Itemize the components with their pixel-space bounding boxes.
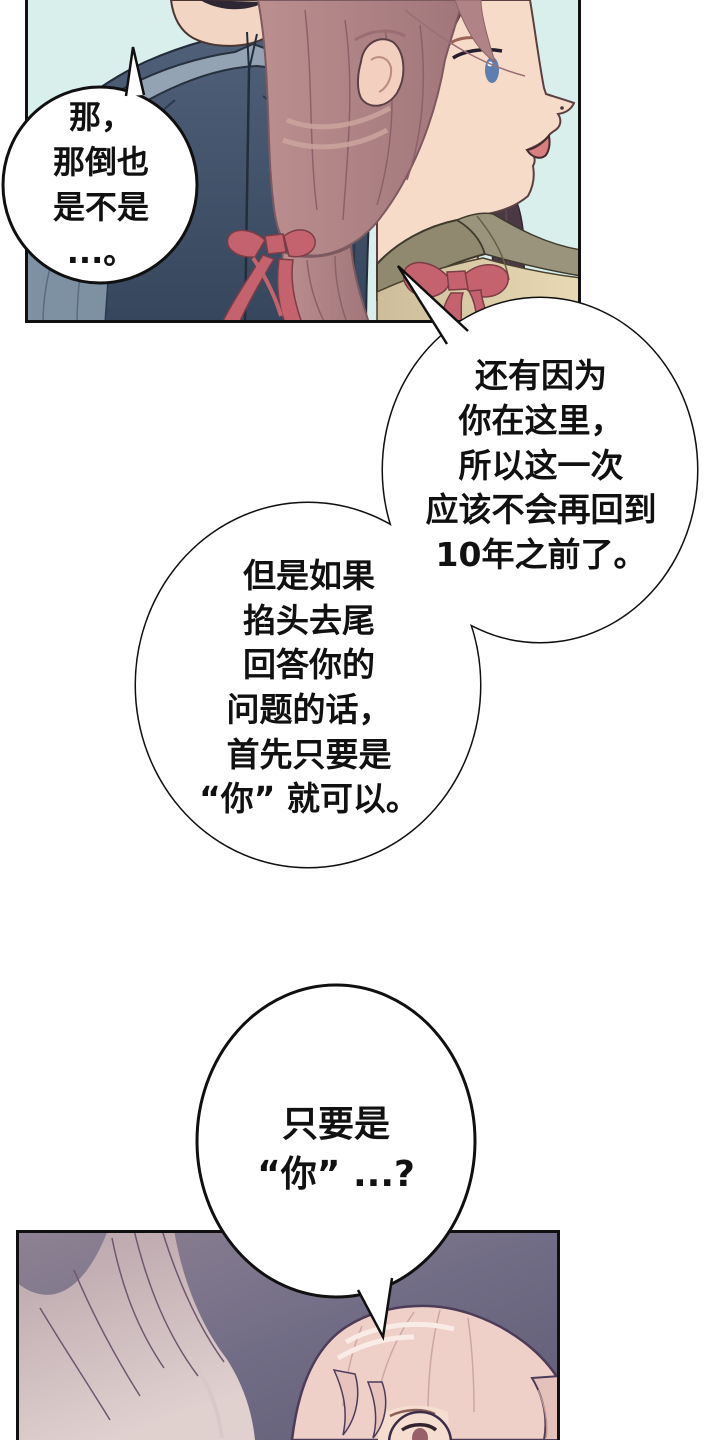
dark-hair-sliver <box>200 0 265 10</box>
blue-eye <box>485 57 499 83</box>
ear <box>357 38 405 107</box>
side-hair-lock <box>530 1374 560 1440</box>
hair-highlight <box>286 105 392 130</box>
round-glasses <box>387 1410 453 1440</box>
speech-bubble-3-text: 但是如果 掐头去尾 回答你的 问题的话， 首先只要是 “你” 就可以。 <box>199 556 419 819</box>
hair-highlight <box>344 1321 455 1345</box>
panel-bottom-art <box>16 1230 560 1440</box>
speech-bubble-1-text: 那， 那倒也 是不是 ...。 <box>52 98 149 271</box>
speech-bubble-4-text: 只要是 “你” ...? <box>257 1103 415 1195</box>
eyelash <box>400 1423 438 1432</box>
nostril <box>560 106 564 110</box>
eyebrow <box>389 1408 436 1418</box>
bang-strand <box>332 1368 359 1436</box>
foreground-hair-sweep <box>16 1230 255 1440</box>
panel-bottom <box>16 1230 560 1440</box>
speech-bubble-2-text: 还有因为 你在这里， 所以这一次 应该不会再回到 10年之前了。 <box>425 355 657 575</box>
eyelash <box>452 47 503 60</box>
eye <box>412 1428 428 1440</box>
smiling-mouth <box>525 133 551 159</box>
